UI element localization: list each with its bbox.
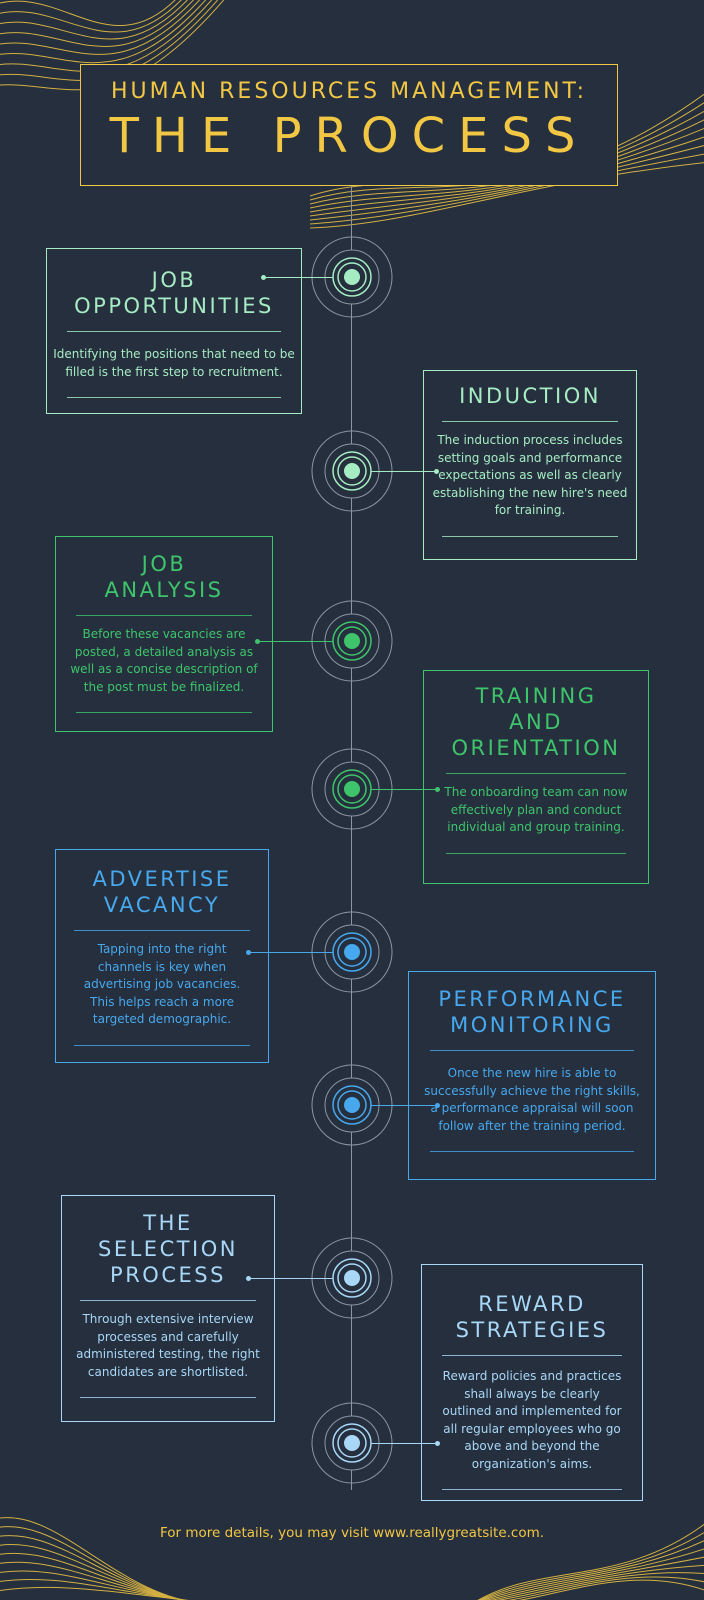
- step-description: Through extensive interview processes an…: [76, 1312, 260, 1379]
- step-card: ADVERTISE VACANCY Tapping into the right …: [55, 849, 269, 1063]
- divider: [74, 1044, 250, 1046]
- target-node-icon: [311, 236, 393, 318]
- divider: [442, 421, 618, 422]
- divider: [80, 1397, 256, 1398]
- connector-dot: [246, 950, 251, 955]
- step-title: REWARD STRATEGIES: [455, 1292, 609, 1342]
- step-card: PERFORMANCE MONITORING Once the new hire …: [408, 971, 656, 1180]
- target-node-icon: [311, 1237, 393, 1319]
- divider: [430, 1151, 634, 1152]
- connector-line: [248, 952, 333, 953]
- step-description: Once the new hire is able to successfull…: [424, 1066, 640, 1133]
- step-title: PERFORMANCE MONITORING: [438, 987, 626, 1037]
- divider: [442, 535, 618, 537]
- connector-dot: [261, 275, 266, 280]
- step-title: JOB OPPORTUNITIES: [74, 268, 274, 318]
- step-description: Before these vacancies are posted, a det…: [70, 627, 258, 694]
- step-title: ADVERTISE VACANCY: [92, 867, 232, 917]
- divider: [80, 1300, 256, 1301]
- step-description: The onboarding team can now effectively …: [444, 785, 628, 834]
- connector-dot: [435, 1103, 440, 1108]
- connector-line: [248, 1278, 333, 1279]
- step-title: INDUCTION: [459, 384, 601, 408]
- divider: [76, 615, 252, 616]
- divider: [442, 1489, 622, 1490]
- divider: [446, 852, 626, 854]
- step-card: THE SELECTION PROCESS Through extensive i…: [61, 1195, 275, 1422]
- connector-dot: [434, 469, 439, 474]
- timeline-line: [351, 186, 352, 1490]
- step-card: REWARD STRATEGIES Reward policies and pra…: [421, 1264, 643, 1501]
- target-node-icon: [311, 911, 393, 993]
- step-title: JOB ANALYSIS: [104, 552, 224, 602]
- divider: [446, 773, 626, 774]
- connector-dot: [246, 1276, 251, 1281]
- step-description: Tapping into the right channels is key w…: [83, 942, 241, 1026]
- divider: [442, 1355, 622, 1356]
- step-card: TRAINING AND ORIENTATION The onboarding t…: [423, 670, 649, 884]
- page-subtitle: HUMAN RESOURCES MANAGEMENT:: [111, 79, 587, 104]
- page-title: THE PROCESS: [109, 108, 589, 164]
- divider: [430, 1050, 634, 1051]
- step-description: Reward policies and practices shall alwa…: [442, 1369, 622, 1471]
- step-description: Identifying the positions that need to b…: [53, 347, 295, 379]
- step-card: JOB ANALYSIS Before these vacancies are p…: [55, 536, 273, 732]
- divider: [74, 930, 250, 931]
- divider: [67, 397, 281, 398]
- step-description: The induction process includes setting g…: [432, 433, 628, 517]
- target-node-icon: [311, 600, 393, 682]
- step-card: INDUCTION The induction process includes …: [423, 370, 637, 560]
- connector-line: [263, 277, 333, 278]
- connector-dot: [435, 1441, 440, 1446]
- footer-text: For more details, you may visit www.real…: [159, 1525, 545, 1541]
- connector-line: [371, 1105, 437, 1106]
- step-card: JOB OPPORTUNITIES Identifying the positio…: [46, 248, 302, 414]
- title-box: HUMAN RESOURCES MANAGEMENT: THE PROCESS: [80, 64, 618, 186]
- connector-dot: [255, 639, 260, 644]
- connector-line: [371, 1443, 437, 1444]
- divider: [67, 331, 281, 332]
- connector-dot: [435, 787, 440, 792]
- step-title: THE SELECTION PROCESS: [98, 1211, 238, 1287]
- connector-line: [257, 641, 333, 642]
- connector-line: [371, 789, 437, 790]
- connector-line: [371, 471, 436, 472]
- step-title: TRAINING AND ORIENTATION: [451, 684, 621, 760]
- divider: [76, 712, 252, 713]
